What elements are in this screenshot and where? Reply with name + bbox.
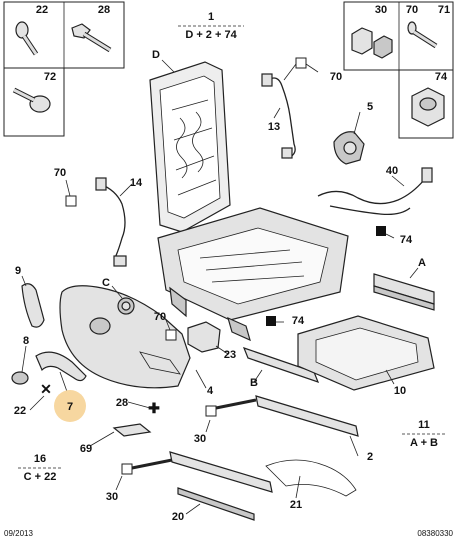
callout-69: 69 (80, 443, 92, 455)
footer-reference: 08380330 (417, 529, 453, 538)
plus-mark-28: ✚ (148, 400, 160, 416)
slide-rail-2 (255, 395, 359, 437)
assembly-11-formula: A + B (410, 437, 438, 449)
callout-5: 5 (367, 101, 373, 113)
callout-70-mid: 70 (154, 311, 166, 323)
connector-40 (421, 167, 433, 183)
callout-74-right: 74 (400, 234, 413, 246)
callout-30-upper: 30 (194, 433, 206, 445)
callout-b: B (250, 377, 258, 389)
callout-7: 7 (67, 401, 73, 413)
wire-harness-40 (317, 179, 425, 205)
cap-8 (11, 371, 29, 385)
callout-70-left: 70 (54, 167, 66, 179)
handle-lever-7 (35, 351, 87, 382)
callout-c: C (102, 277, 110, 289)
legend-box-right (343, 1, 454, 139)
assembly-1-number: 1 (208, 11, 214, 23)
callout-a: A (418, 257, 426, 269)
callout-28: 28 (116, 397, 128, 409)
ref-square-70-top (295, 57, 307, 69)
part-69 (112, 423, 152, 437)
legend-number-70: 70 (406, 4, 418, 16)
ref-square-30-upper (205, 405, 217, 417)
connector-14-bottom (113, 255, 127, 267)
wire-harness-13 (267, 77, 296, 159)
highlight-callout-7 (54, 390, 86, 422)
callout-70-top: 70 (330, 71, 342, 83)
bolt-28-icon (71, 23, 112, 53)
callout-9: 9 (15, 265, 21, 277)
assembly-1-formula: D + 2 + 74 (185, 29, 237, 41)
callout-22: 22 (14, 405, 26, 417)
seat-base-frame (157, 207, 349, 342)
wire-harness-14 (99, 183, 126, 261)
screw-22-icon (15, 21, 39, 56)
callout-8: 8 (23, 335, 29, 347)
callout-30-lower: 30 (106, 491, 118, 503)
rail-b (242, 347, 320, 383)
callout-10: 10 (394, 385, 406, 397)
lever-9 (21, 283, 45, 328)
rivet-71-icon (407, 21, 438, 49)
cross-mark-22: ✕ (40, 381, 52, 397)
motor-5 (333, 131, 365, 165)
ref-square-30-lower (121, 463, 133, 475)
callout-2: 2 (367, 451, 373, 463)
legend-number-30: 30 (375, 4, 387, 16)
ref-square-74-mid (266, 316, 276, 326)
connector-13-top (261, 73, 273, 87)
bracket-23 (187, 321, 221, 353)
callout-20: 20 (172, 511, 184, 523)
callout-4: 4 (207, 385, 214, 397)
legend-number-74: 74 (435, 71, 448, 83)
seat-back-frame (149, 61, 231, 233)
slide-rail-20 (169, 451, 273, 521)
callout-21: 21 (290, 499, 302, 511)
ref-square-70-left (65, 195, 77, 207)
assembly-11-number: 11 (418, 419, 430, 431)
nut-74-icon (411, 87, 445, 127)
callout-40: 40 (386, 165, 398, 177)
callout-13: 13 (268, 121, 280, 133)
ref-square-74-right (376, 226, 386, 236)
legend-box-left (3, 1, 125, 137)
legend-number-22: 22 (36, 4, 48, 16)
cable-21 (265, 459, 357, 497)
assembly-16-number: 16 (34, 453, 46, 465)
legend-number-72: 72 (44, 71, 56, 83)
callout-23: 23 (224, 349, 236, 361)
callout-14: 14 (130, 177, 143, 189)
assembly-16-formula: C + 22 (24, 471, 57, 483)
connector-14-top (95, 177, 107, 191)
connector-13-bottom (281, 147, 293, 159)
screw-72-icon (12, 87, 51, 113)
tray-10 (297, 315, 435, 391)
knob-c (117, 297, 135, 315)
leader-lines (21, 59, 419, 515)
side-trim-7 (59, 285, 191, 389)
ref-square-70-mid (165, 329, 177, 341)
callout-d: D (152, 49, 160, 61)
legend-number-28: 28 (98, 4, 110, 16)
legend-number-71: 71 (438, 4, 450, 16)
footer-date: 09/2013 (4, 529, 33, 538)
callout-74-mid: 74 (292, 315, 305, 327)
clip-30-icon (351, 27, 393, 59)
